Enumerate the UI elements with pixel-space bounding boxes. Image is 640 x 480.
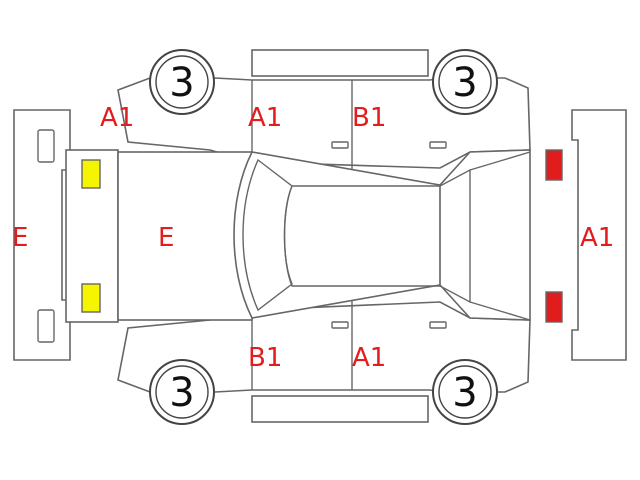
label-rear-door-lower: A1 <box>352 343 386 373</box>
front-bumper <box>13 109 71 361</box>
label-bonnet: E <box>158 223 174 253</box>
lower-side-panels <box>117 285 531 423</box>
label-front-door-lower: B1 <box>248 343 282 373</box>
headlight-lower-marker <box>81 283 101 313</box>
tire-front-upper-grade: 3 <box>169 60 194 106</box>
taillight-upper-marker <box>545 149 563 181</box>
rear-bumper <box>571 109 627 361</box>
label-front-bumper: E <box>12 223 28 253</box>
car-body-top <box>65 149 531 323</box>
tire-front-lower-grade: 3 <box>169 370 194 416</box>
upper-side-panels <box>117 49 531 185</box>
tire-rear-lower-grade: 3 <box>452 370 477 416</box>
label-rear-door-upper: B1 <box>352 103 386 133</box>
label-rear-bumper: A1 <box>580 223 614 253</box>
tire-rear-upper-grade: 3 <box>452 60 477 106</box>
label-front-fender-upper: A1 <box>100 103 134 133</box>
label-front-door-upper: A1 <box>248 103 282 133</box>
tire-front-upper: 3 <box>149 49 215 115</box>
tire-front-lower: 3 <box>149 359 215 425</box>
headlight-upper-marker <box>81 159 101 189</box>
taillight-lower-marker <box>545 291 563 323</box>
tire-rear-lower: 3 <box>432 359 498 425</box>
tire-rear-upper: 3 <box>432 49 498 115</box>
